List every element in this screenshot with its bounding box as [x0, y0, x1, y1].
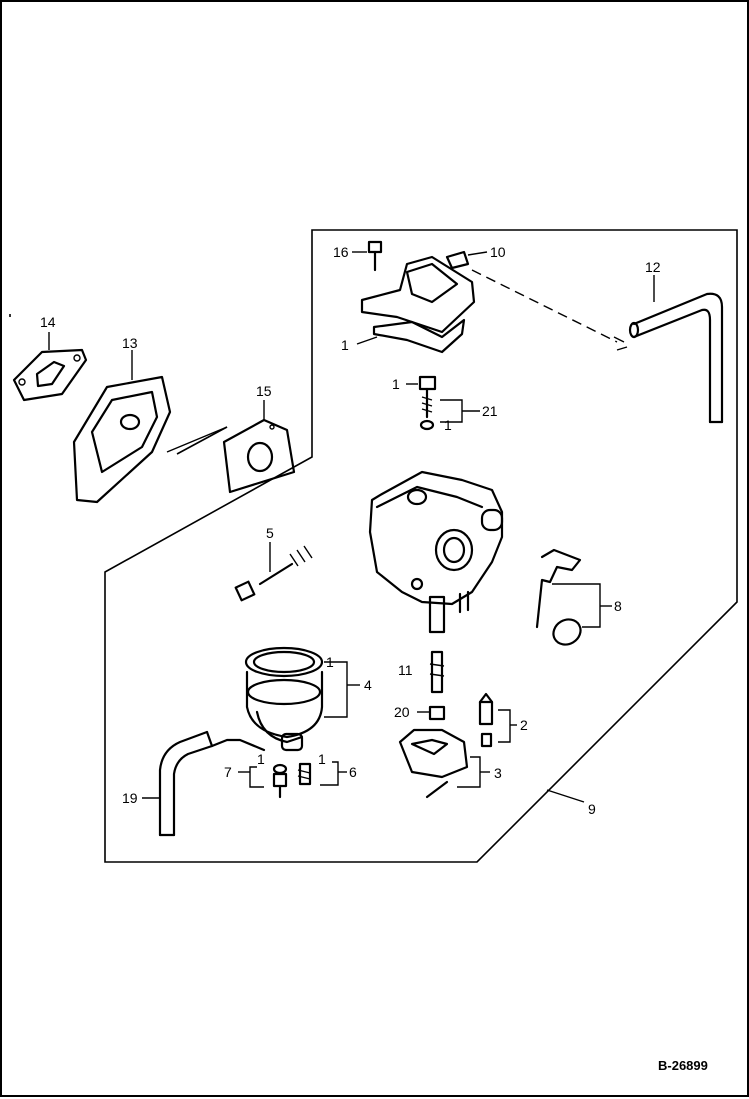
callout-1e: 1 [257, 751, 265, 767]
callout-20: 20 [394, 704, 410, 720]
needle-2 [478, 692, 517, 748]
reference-code: B-26899 [658, 1058, 708, 1073]
gasket-15 [222, 400, 296, 494]
screw-16 [352, 240, 383, 272]
float-bowl-4 [244, 646, 360, 752]
lever-8 [535, 548, 612, 646]
callout-11: 11 [398, 662, 413, 678]
hose-19 [142, 730, 266, 837]
hose-12 [613, 275, 724, 424]
callout-1b: 1 [392, 376, 400, 392]
callout-1f: 1 [318, 751, 326, 767]
callout-9: 9 [588, 801, 596, 817]
callout-labels: 14 13 15 16 10 12 1 1 21 1 5 8 1 4 11 20… [40, 244, 661, 817]
jet-11-20 [417, 650, 446, 721]
callout-3: 3 [494, 765, 502, 781]
screw-5-assembly [234, 542, 313, 602]
gasket-14 [12, 332, 88, 402]
fitting-10 [445, 250, 488, 270]
callout-10: 10 [490, 244, 506, 260]
callout-19: 19 [122, 790, 138, 806]
callout-7: 7 [224, 764, 232, 780]
gasket-link-line [176, 426, 228, 455]
callout-14: 14 [40, 314, 56, 330]
callout-13: 13 [122, 335, 138, 351]
callout-12: 12 [645, 259, 661, 275]
assembly-frame [9, 229, 738, 863]
float-3 [398, 728, 490, 799]
carburetor-body [368, 470, 504, 634]
callout-1a: 1 [341, 337, 349, 353]
callout-15: 15 [256, 383, 272, 399]
callout-16: 16 [333, 244, 349, 260]
insulator-13 [72, 350, 228, 504]
callout-8: 8 [614, 598, 622, 614]
cover-1 [356, 255, 618, 354]
callout-5: 5 [266, 525, 274, 541]
callout-1d: 1 [326, 654, 334, 670]
callout-6: 6 [349, 764, 357, 780]
callout-21: 21 [482, 403, 498, 419]
screw-21-assembly [406, 375, 480, 431]
leader-9 [546, 789, 585, 803]
callout-1c: 1 [444, 417, 452, 433]
callout-4: 4 [364, 677, 372, 693]
screw-7-and-6 [238, 761, 347, 799]
callout-2: 2 [520, 717, 528, 733]
